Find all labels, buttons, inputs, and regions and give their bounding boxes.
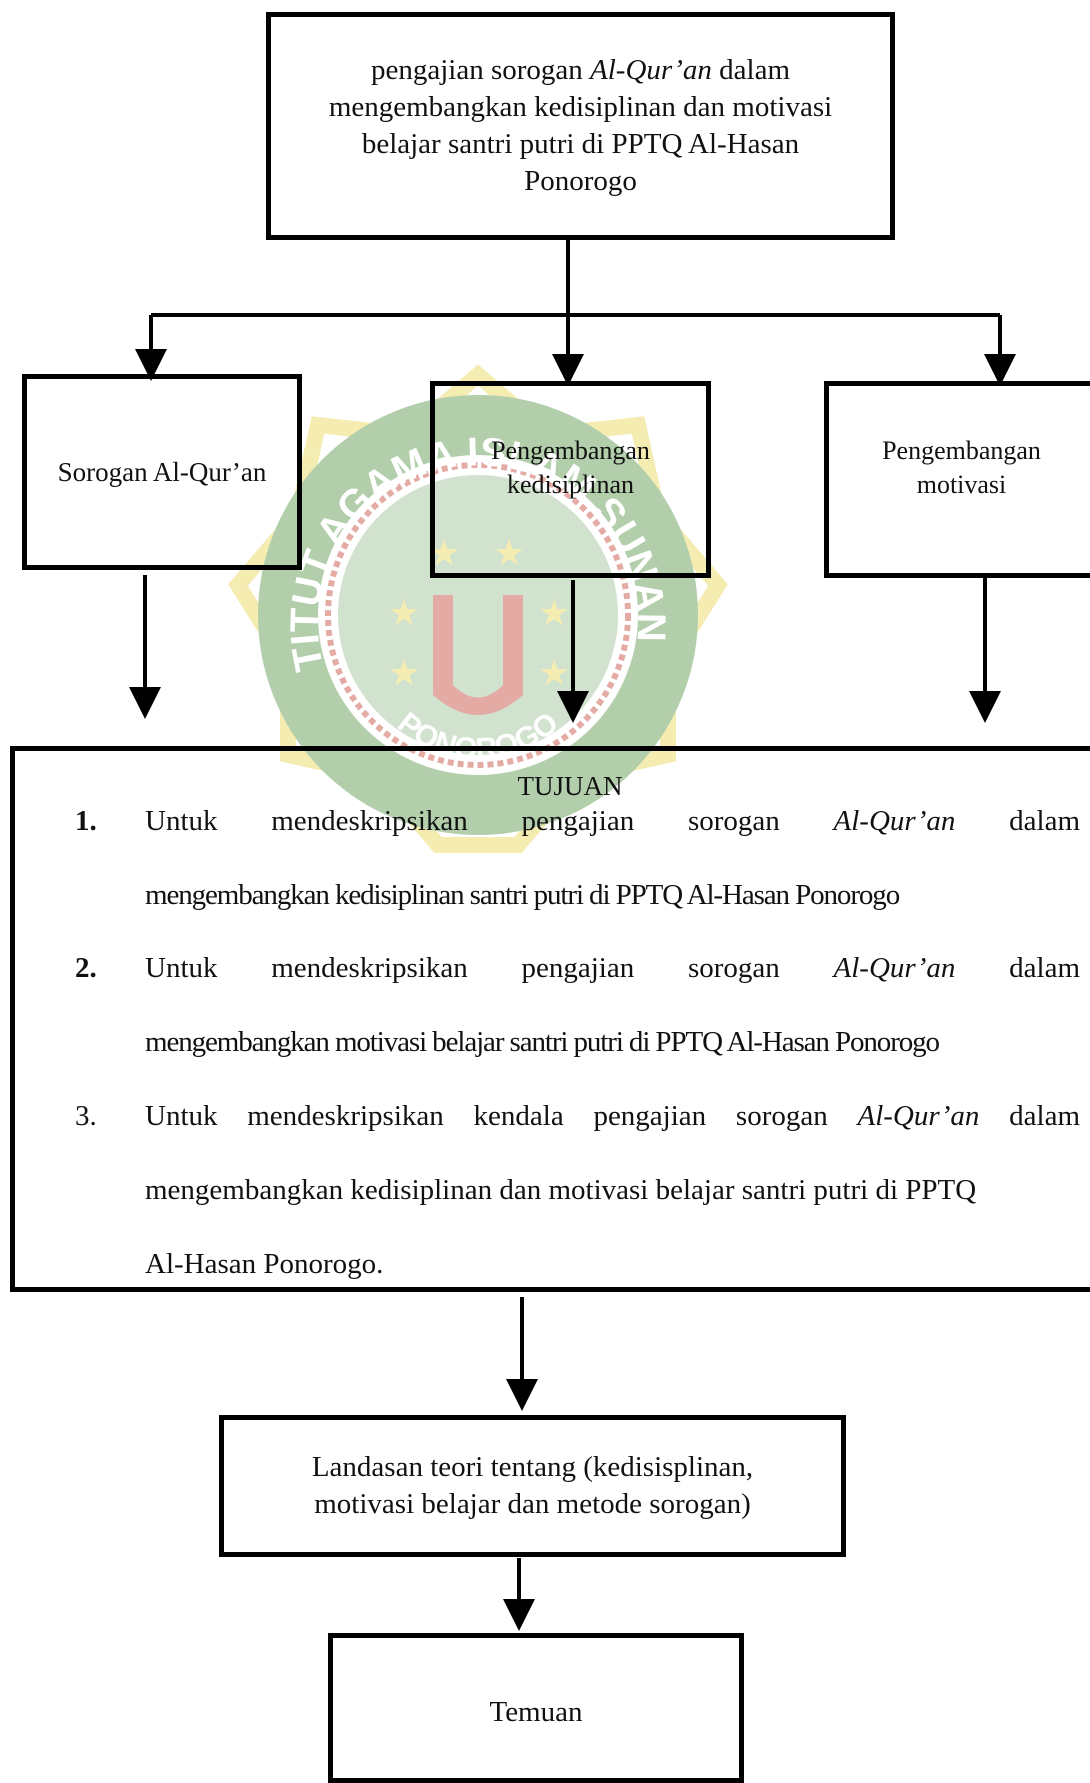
motivasi-box: Pengembangan motivasi [824, 381, 1090, 578]
watermark-inner-field [338, 475, 618, 755]
temuan-label: Temuan [489, 1696, 583, 1728]
watermark-star-6: ★ [538, 653, 570, 693]
tujuan-box: TUJUAN 1. Untuk mendeskripsikan pengajia… [10, 746, 1090, 1292]
goal-line: mengembangkan kedisiplinan dan motivasi … [145, 1174, 977, 1206]
goal-line: mengembangkan motivasi belajar santri pu… [145, 1026, 940, 1058]
watermark-green-ring [258, 395, 698, 835]
goal-line: mengembangkan kedisiplinan santri putri … [145, 879, 900, 911]
kedisiplinan-box: Pengembangan kedisiplinan [430, 381, 711, 578]
goal-item-1: 1. Untuk mendeskripsikan pengajian sorog… [75, 784, 1080, 932]
goal-number: 1. [75, 805, 97, 837]
goal-number: 2. [75, 952, 97, 984]
watermark-star-4: ★ [538, 593, 570, 633]
research-focus-box: pengajian sorogan Al-Qur’an dalam mengem… [266, 12, 895, 240]
goal-line: Al-Hasan Ponorogo. [145, 1248, 384, 1280]
goal-line: Untuk mendeskripsikan kendala pengajian … [145, 1100, 1080, 1132]
temuan-box: Temuan [328, 1633, 744, 1783]
landasan-teori-text: Landasan teori tentang (kedisisplinan, m… [311, 1451, 754, 1520]
watermark-emblem [433, 595, 523, 715]
kedisiplinan-label: Pengembangan kedisiplinan [491, 436, 650, 499]
institution-logo-watermark: ★ ★ ★ ★ ★ ★ INSTITUT AGAMA ISLAM SUNAN G… [228, 365, 728, 853]
goal-item-3: 3. Untuk mendeskripsikan kendala pengaji… [75, 1079, 1080, 1301]
goal-line: Untuk mendeskripsikan pengajian sorogan … [145, 952, 1080, 984]
goal-item-2: 2. Untuk mendeskripsikan pengajian sorog… [75, 931, 1080, 1079]
landasan-teori-box: Landasan teori tentang (kedisisplinan, m… [219, 1415, 846, 1557]
watermark-star-5: ★ [388, 653, 420, 693]
motivasi-label: Pengembangan motivasi [882, 436, 1041, 499]
sorogan-box: Sorogan Al-Qur’an [22, 374, 302, 570]
watermark-inner-rope [325, 462, 631, 768]
goal-number: 3. [75, 1100, 97, 1132]
watermark-star-2: ★ [493, 533, 525, 573]
research-focus-text: pengajian sorogan Al-Qur’an dalam mengem… [328, 54, 833, 197]
tujuan-title: TUJUAN [517, 771, 623, 801]
goal-line: Untuk mendeskripsikan pengajian sorogan … [145, 805, 1080, 837]
sorogan-label: Sorogan Al-Qur’an [57, 456, 267, 487]
watermark-star-3: ★ [388, 593, 420, 633]
